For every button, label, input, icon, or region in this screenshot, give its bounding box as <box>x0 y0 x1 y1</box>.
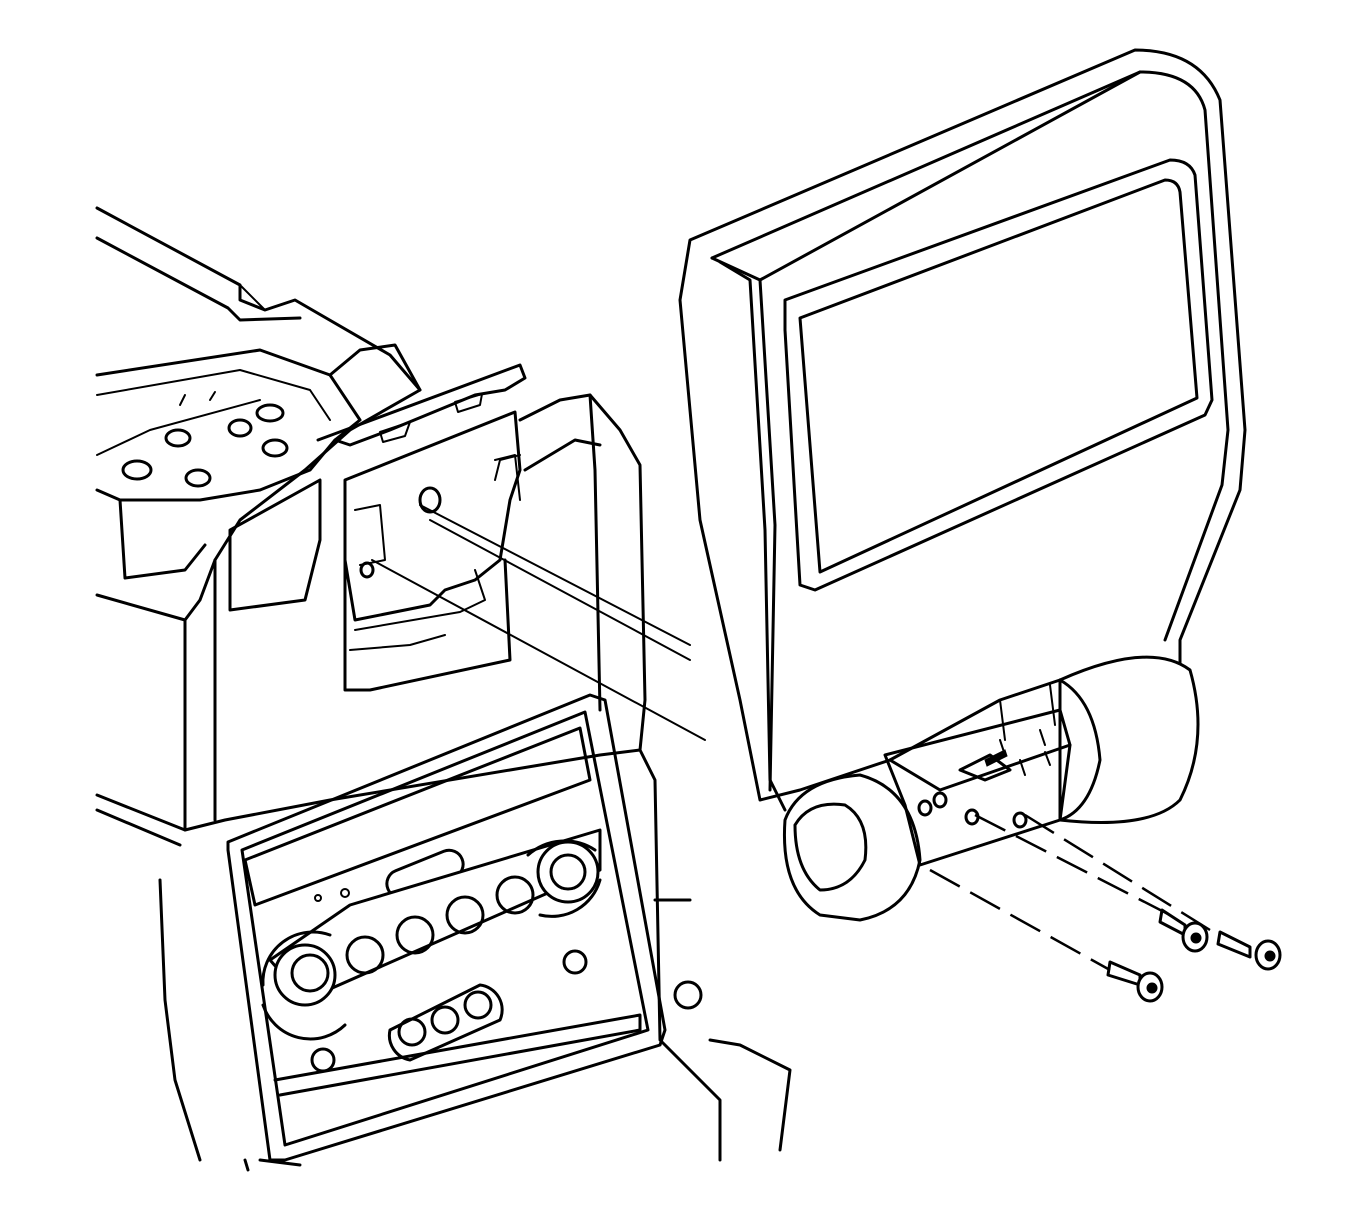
left-knob[interactable] <box>261 930 347 1041</box>
screw-1 <box>1106 960 1164 1003</box>
mounting-bracket <box>316 363 527 622</box>
bin-bosses <box>121 403 289 488</box>
alignment-lines <box>371 504 706 741</box>
monitor-screen-bezel <box>783 158 1214 592</box>
hvac-buttons[interactable] <box>387 983 504 1062</box>
right-knob[interactable] <box>526 839 602 918</box>
screw-2 <box>1158 908 1209 953</box>
screw-3 <box>1216 930 1282 971</box>
center-console-housing <box>95 393 792 1172</box>
radio-control-panel <box>226 693 703 1162</box>
connector-bracket <box>883 684 1072 867</box>
headrest-video-monitor <box>678 48 1247 922</box>
screw-guide-lines <box>929 813 1211 972</box>
left-headrest-post-housing <box>782 773 922 922</box>
right-headrest-post-housing <box>1058 655 1200 824</box>
preset-buttons[interactable] <box>345 875 535 975</box>
console-storage-bin <box>95 206 422 622</box>
